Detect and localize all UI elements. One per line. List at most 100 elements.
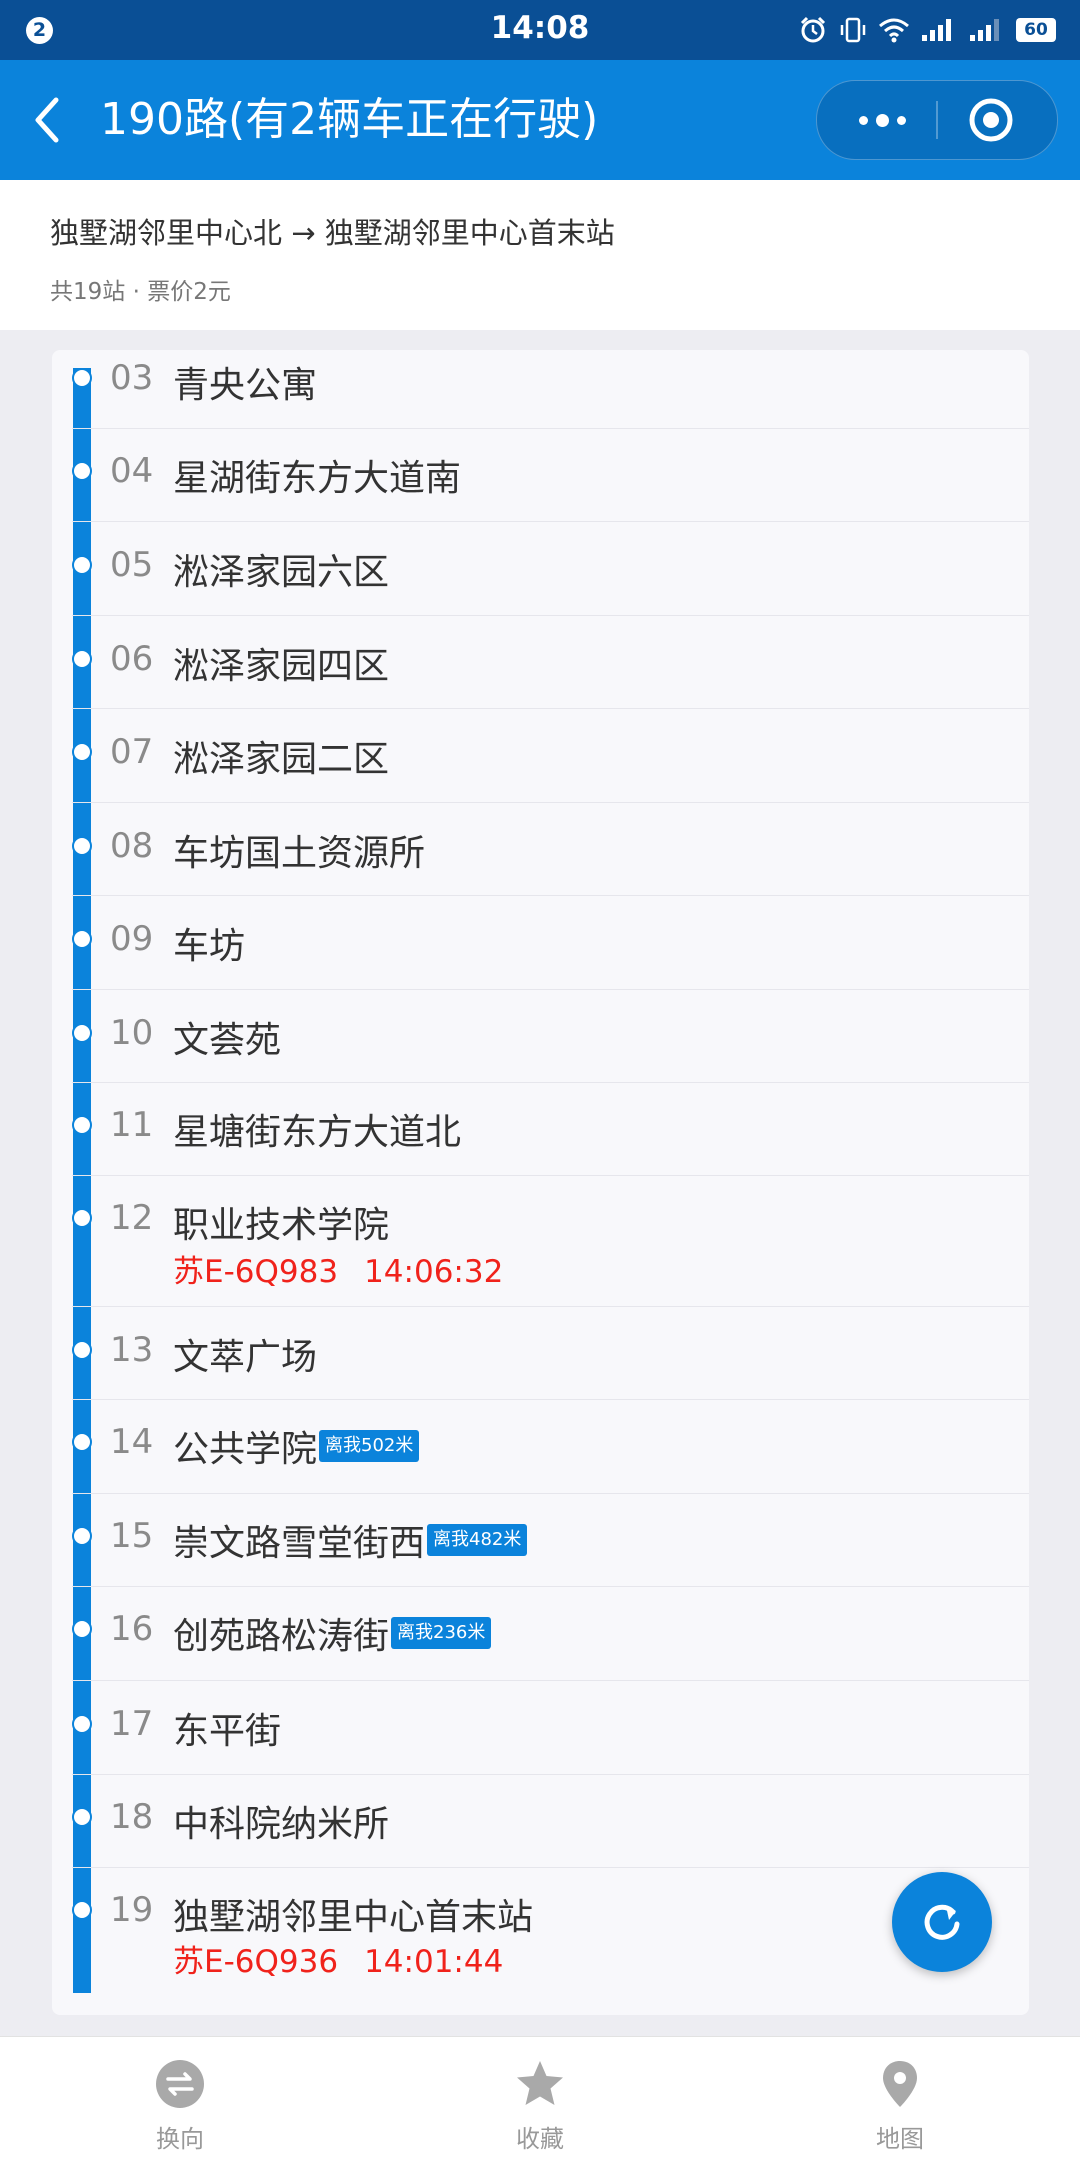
stop-separator xyxy=(72,615,1029,616)
stop-item[interactable]: 05 淞泽家园六区 xyxy=(52,522,1029,615)
bus-plate: 苏E-6Q936 xyxy=(173,1944,339,1980)
stop-item[interactable]: 18 中科院纳米所 xyxy=(52,1775,1029,1867)
route-info: 独墅湖邻里中心北 → 独墅湖邻里中心首末站 共19站 · 票价2元 xyxy=(0,180,1080,330)
close-button[interactable] xyxy=(967,96,1015,144)
signal-icon xyxy=(922,19,951,41)
stop-name: 中科院纳米所 xyxy=(173,1795,389,1847)
stop-number: 13 xyxy=(110,1330,154,1370)
stop-separator xyxy=(72,1175,1029,1176)
wifi-icon xyxy=(879,18,909,43)
mini-program-capsule xyxy=(816,80,1058,160)
battery-indicator: 60 xyxy=(1016,18,1056,42)
route-meta: 共19站 · 票价2元 xyxy=(50,279,231,305)
bus-time: 14:06:32 xyxy=(364,1254,504,1290)
stop-name-text: 青央公寓 xyxy=(173,365,318,406)
stop-number: 19 xyxy=(110,1890,154,1930)
stop-item[interactable]: 07 淞泽家园二区 xyxy=(52,709,1029,802)
stop-dot xyxy=(72,1714,92,1734)
stop-separator xyxy=(72,1774,1029,1775)
stop-dot xyxy=(72,1432,92,1452)
stop-name-text: 文萃广场 xyxy=(173,1337,318,1378)
bus-info: 苏E-6Q936 14:01:44 xyxy=(173,1936,503,1981)
stop-number: 09 xyxy=(110,919,154,959)
stop-dot xyxy=(72,742,92,762)
stop-name-text: 淞泽家园六区 xyxy=(173,552,390,593)
nav-map[interactable]: 地图 xyxy=(800,2037,1000,2161)
stop-separator xyxy=(72,1867,1029,1868)
nav-reverse[interactable]: 换向 xyxy=(80,2037,280,2161)
stop-item[interactable]: 10 文荟苑 xyxy=(52,990,1029,1082)
stop-number: 10 xyxy=(110,1013,154,1053)
stop-number: 16 xyxy=(110,1609,154,1649)
stop-item[interactable]: 17 东平街 xyxy=(52,1681,1029,1774)
stop-item[interactable]: 19 独墅湖邻里中心首末站 苏E-6Q936 14:01:44 xyxy=(52,1868,1029,2008)
swap-arrows-icon xyxy=(156,2060,204,2108)
stop-item[interactable]: 04 星湖街东方大道南 xyxy=(52,429,1029,521)
refresh-button[interactable] xyxy=(892,1872,992,1972)
stop-number: 14 xyxy=(110,1422,154,1462)
bus-plate: 苏E-6Q983 xyxy=(173,1254,339,1290)
stop-name: 崇文路雪堂街西 离我482米 xyxy=(173,1514,528,1566)
stop-number: 17 xyxy=(110,1704,154,1744)
stop-dot xyxy=(72,368,92,388)
stop-dot xyxy=(72,1900,92,1920)
stop-name-text: 公共学院 xyxy=(173,1429,318,1470)
stop-name: 公共学院 离我502米 xyxy=(173,1420,420,1472)
stop-number: 05 xyxy=(110,545,154,585)
stop-name-text: 职业技术学院 xyxy=(173,1205,390,1246)
back-button[interactable] xyxy=(28,94,68,146)
distance-badge: 离我482米 xyxy=(427,1524,528,1556)
stop-number: 06 xyxy=(110,639,154,679)
stop-number: 07 xyxy=(110,732,154,772)
bus-time: 14:01:44 xyxy=(364,1944,504,1980)
distance-badge: 离我236米 xyxy=(391,1617,492,1649)
page-title: 190路(有2辆车正在行驶) xyxy=(100,94,599,145)
stop-name-text: 独墅湖邻里中心首末站 xyxy=(173,1897,534,1938)
stop-name: 淞泽家园二区 xyxy=(173,730,389,782)
stop-separator xyxy=(72,1493,1029,1494)
vibrate-icon xyxy=(840,17,866,43)
refresh-icon xyxy=(924,1904,960,1940)
stop-item[interactable]: 16 创苑路松涛街 离我236米 xyxy=(52,1587,1029,1680)
stop-name: 文荟苑 xyxy=(173,1011,281,1063)
stop-item[interactable]: 09 车坊 xyxy=(52,896,1029,989)
stop-name: 创苑路松涛街 离我236米 xyxy=(173,1607,492,1659)
stop-number: 04 xyxy=(110,451,154,491)
status-bar: 2 14:08 60 xyxy=(0,0,1080,60)
stop-separator xyxy=(72,895,1029,896)
stop-item[interactable]: 11 星塘街东方大道北 xyxy=(52,1083,1029,1175)
stop-item[interactable]: 06 淞泽家园四区 xyxy=(52,616,1029,708)
target-circle-icon xyxy=(969,98,1013,142)
stop-name-text: 星塘街东方大道北 xyxy=(173,1112,462,1153)
nav-favorite[interactable]: 收藏 xyxy=(440,2037,640,2161)
stop-separator xyxy=(72,1586,1029,1587)
nav-map-label: 地图 xyxy=(876,2125,924,2153)
stop-list: 03 青央公寓 04 星湖街东方大道南 05 淞泽家园六区 06 淞泽家园四区 … xyxy=(52,350,1029,2015)
stop-separator xyxy=(72,1306,1029,1307)
stop-item[interactable]: 15 崇文路雪堂街西 离我482米 xyxy=(52,1494,1029,1586)
stop-name-text: 淞泽家园二区 xyxy=(173,739,390,780)
stop-item[interactable]: 14 公共学院 离我502米 xyxy=(52,1400,1029,1493)
stop-separator xyxy=(72,989,1029,990)
map-pin-icon xyxy=(883,2061,917,2107)
more-button[interactable] xyxy=(837,81,927,159)
more-dots-icon-end xyxy=(896,115,906,125)
stop-number: 18 xyxy=(110,1797,154,1837)
nav-reverse-label: 换向 xyxy=(156,2125,204,2153)
stop-item[interactable]: 08 车坊国土资源所 xyxy=(52,803,1029,895)
stop-item[interactable]: 03 青央公寓 xyxy=(52,350,1029,428)
stop-name: 车坊国土资源所 xyxy=(173,824,425,876)
stop-dot xyxy=(72,1526,92,1546)
signal-weak-icon xyxy=(970,19,999,41)
star-icon xyxy=(517,2061,563,2105)
stop-separator xyxy=(72,708,1029,709)
stop-name: 星塘街东方大道北 xyxy=(173,1103,461,1155)
stop-item[interactable]: 13 文萃广场 xyxy=(52,1307,1029,1399)
stop-name-text: 崇文路雪堂街西 xyxy=(173,1523,426,1564)
stop-dot xyxy=(72,1023,92,1043)
bottom-nav: 换向 收藏 地图 xyxy=(0,2036,1080,2161)
stop-separator xyxy=(72,1680,1029,1681)
route-direction: 独墅湖邻里中心北 → 独墅湖邻里中心首末站 xyxy=(50,216,615,250)
stop-name-text: 创苑路松涛街 xyxy=(173,1616,390,1657)
